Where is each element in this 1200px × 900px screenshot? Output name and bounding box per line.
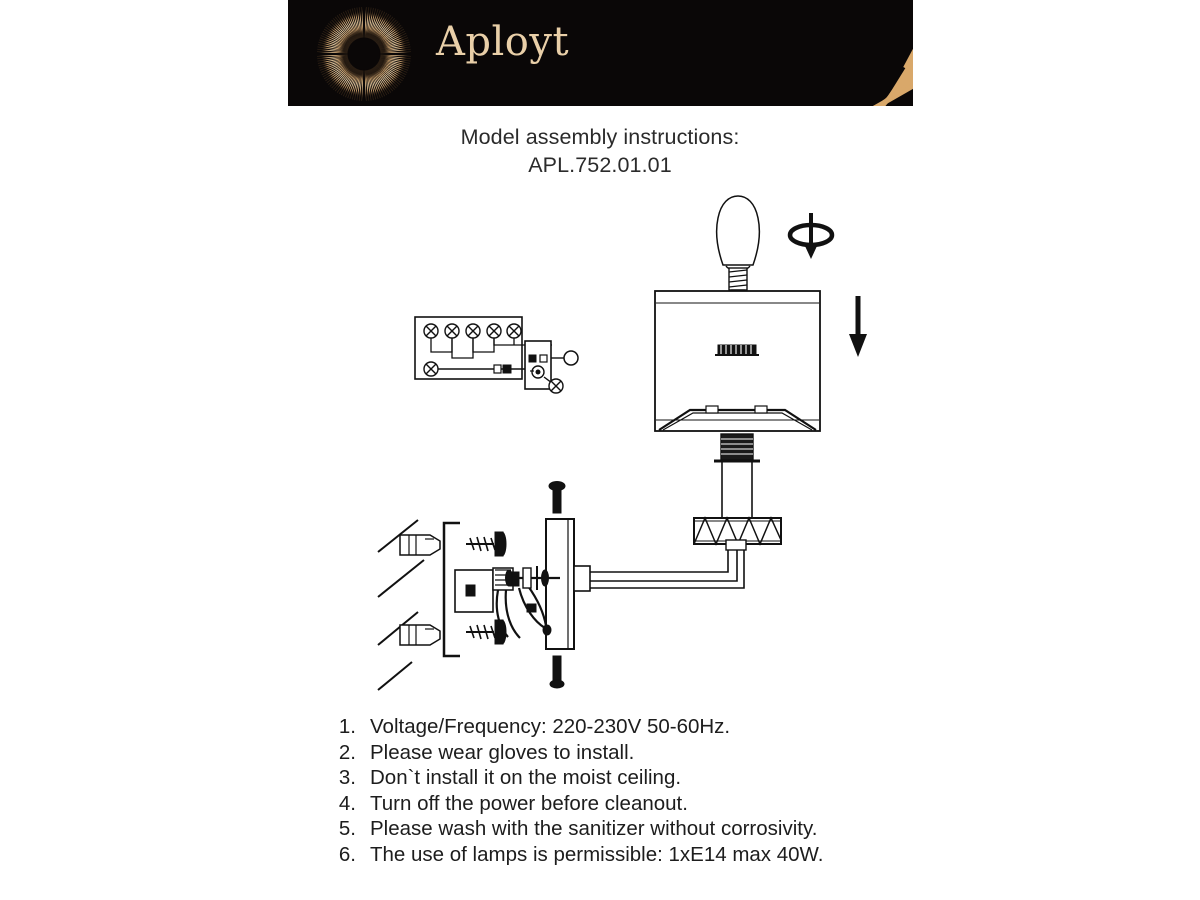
backplate (545, 518, 591, 650)
wiring-harness (492, 566, 560, 639)
instruction-list: 1. Voltage/Frequency: 220-230V 50-60Hz. … (318, 714, 958, 868)
list-item: 4. Turn off the power before cleanout. (318, 791, 958, 817)
terminal-block (414, 316, 579, 394)
list-item: 3. Don`t install it on the moist ceiling… (318, 765, 958, 791)
mount-screw-bottom (466, 619, 507, 645)
list-item-number: 5. (338, 817, 356, 841)
bulb-icon (715, 195, 761, 297)
title-line-2: APL.752.01.01 (528, 153, 672, 177)
socket-cap (714, 433, 760, 463)
list-item-number: 1. (338, 715, 356, 738)
list-item-text: Voltage/Frequency: 220-230V 50-60Hz. (370, 715, 731, 738)
list-item: 2. Please wear gloves to install. (318, 740, 958, 766)
list-item-number: 6. (338, 842, 356, 866)
wall-anchor-top (399, 534, 441, 556)
shade-bottom-frame (658, 405, 817, 431)
title-line-1: Model assembly instructions: (460, 125, 740, 149)
list-item-text: Turn off the power before cleanout. (370, 791, 688, 815)
list-item-text: Please wear gloves to install. (370, 740, 635, 764)
sunburst-logo-icon (317, 7, 411, 101)
page-title: Model assembly instructions: APL.752.01.… (0, 123, 1200, 179)
list-item-number: 2. (338, 740, 356, 764)
list-item-text: The use of lamps is permissible: 1xE14 m… (370, 842, 824, 866)
list-item: 1. Voltage/Frequency: 220-230V 50-60Hz. (318, 714, 958, 740)
list-item: 6. The use of lamps is permissible: 1xE1… (318, 842, 958, 868)
lampshade (654, 290, 821, 432)
list-item-number: 4. (338, 791, 356, 815)
mount-screw-top (466, 531, 507, 557)
list-item-text: Don`t install it on the moist ceiling. (370, 766, 682, 790)
brand-wordmark: Aployt (436, 19, 570, 65)
list-item: 5. Please wash with the sanitizer withou… (318, 816, 958, 842)
decor-screw-top (548, 481, 566, 514)
riser-tube (721, 461, 753, 519)
down-arrow-icon (849, 296, 867, 357)
rotate-clockwise-icon (787, 213, 835, 259)
wall-anchor-bottom (399, 624, 441, 646)
mounting-bracket (442, 521, 494, 658)
wall-hatching (377, 519, 425, 691)
list-item-number: 3. (338, 766, 356, 790)
lamp-socket-icon (715, 344, 759, 356)
decor-screw-bottom (549, 655, 565, 689)
lamp-arm (590, 539, 747, 589)
list-item-text: Please wash with the sanitizer without c… (370, 817, 818, 841)
